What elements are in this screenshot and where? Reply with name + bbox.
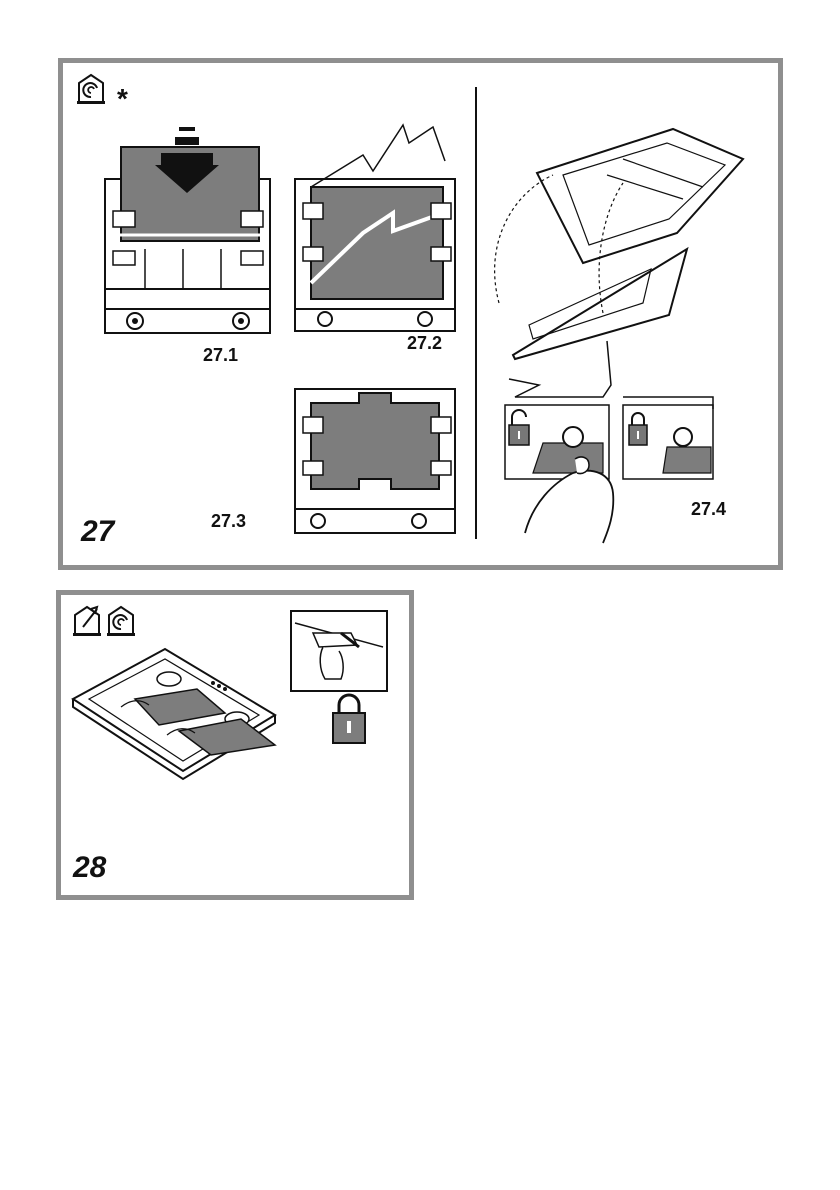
- figure-number: 27: [81, 515, 114, 549]
- figure-28-illustration: [61, 595, 409, 895]
- figure-27-panel: * 27.1 27.2 27.3 27.4 27: [58, 58, 783, 570]
- locked-lock-icon: [629, 413, 647, 445]
- recirculation-house-icon: [77, 75, 105, 104]
- step-label-27-3: 27.3: [211, 511, 246, 532]
- hood-underside-drawing: [73, 649, 275, 779]
- modifier-mark: *: [117, 83, 128, 115]
- step-27-3-drawing: [295, 389, 455, 533]
- step-label-27-1: 27.1: [203, 345, 238, 366]
- unlocked-lock-icon: [509, 410, 529, 445]
- exhaust-house-icon: [73, 607, 101, 636]
- step-27-1-drawing: [105, 127, 270, 333]
- step-27-2-drawing: [295, 125, 455, 331]
- latch-detail-inset: [291, 611, 387, 691]
- figure-28-panel: 28: [56, 590, 414, 900]
- recirculation-house-icon: [107, 607, 135, 636]
- step-label-27-2: 27.2: [407, 333, 442, 354]
- step-label-27-4: 27.4: [691, 499, 726, 520]
- figure-27-illustration: [63, 63, 778, 565]
- figure-number: 28: [73, 851, 106, 885]
- step-27-4-drawing: [495, 129, 743, 543]
- lock-icon: [333, 695, 365, 743]
